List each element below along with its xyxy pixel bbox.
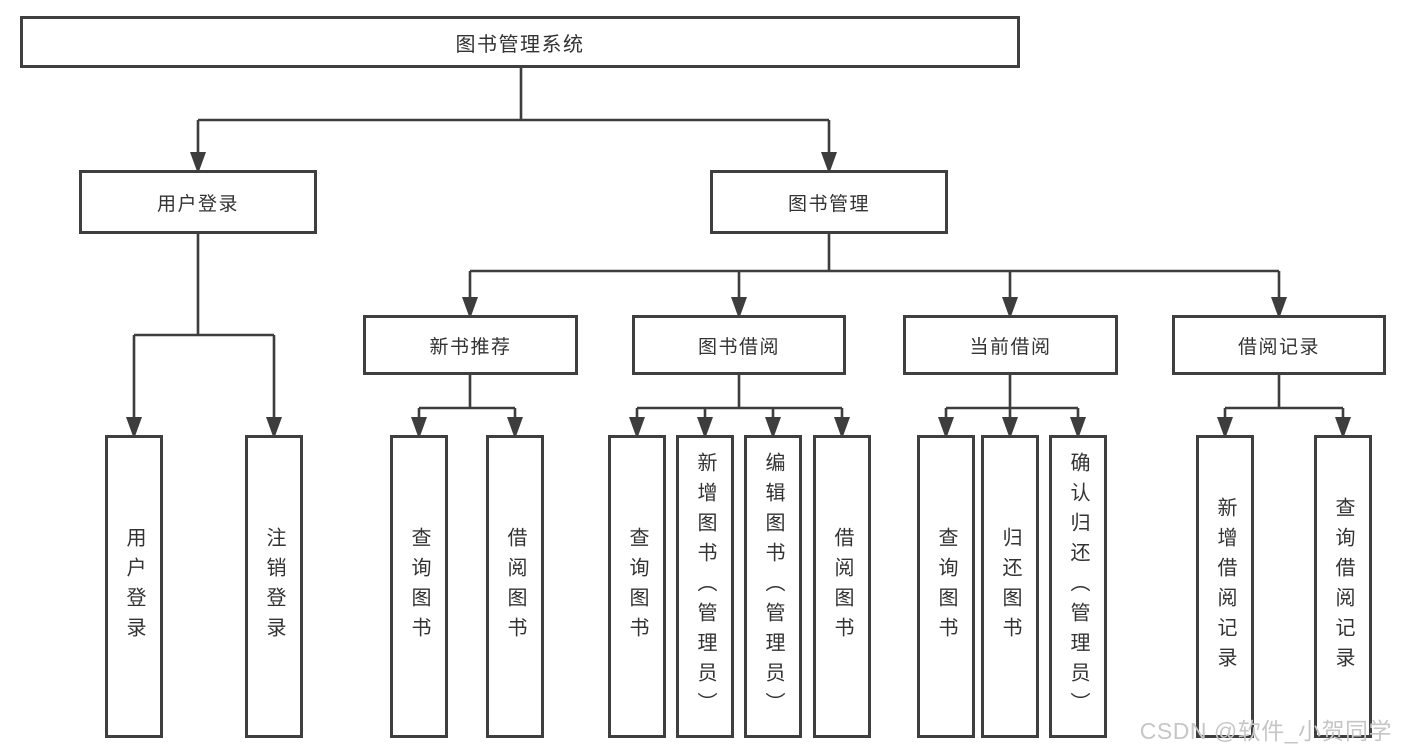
leaf-borrow-book: 借阅图书 — [813, 435, 871, 738]
leaf-query-borrow-record: 查询借阅记录 — [1314, 435, 1372, 738]
leaf-confirm-return-admin: 确认归还（管理员） — [1049, 435, 1107, 738]
leaf-add-borrow-record: 新增借阅记录 — [1196, 435, 1254, 738]
node-current-borrowing-label: 当前借阅 — [969, 336, 1052, 358]
node-current-borrowing: 当前借阅 — [903, 315, 1118, 375]
node-borrow-records-label: 借阅记录 — [1237, 336, 1320, 358]
node-book-borrowing: 图书借阅 — [632, 315, 846, 375]
node-book-management-label: 图书管理 — [787, 193, 870, 215]
node-book-management: 图书管理 — [710, 170, 948, 234]
node-user-login-label: 用户登录 — [156, 193, 239, 215]
leaf-query-book-current: 查询图书 — [917, 435, 975, 738]
node-new-book-recommend-label: 新书推荐 — [429, 336, 512, 358]
leaf-query-book-recommend: 查询图书 — [390, 435, 448, 738]
leaf-return-book: 归还图书 — [981, 435, 1039, 738]
node-new-book-recommend: 新书推荐 — [363, 315, 578, 375]
leaf-borrow-book-recommend: 借阅图书 — [486, 435, 544, 738]
leaf-user-login: 用户登录 — [105, 435, 163, 738]
leaf-add-book-admin: 新增图书（管理员） — [676, 435, 734, 738]
csdn-watermark: CSDN @软件_小贺同学 — [1139, 718, 1392, 744]
arrowheads — [126, 152, 1351, 439]
leaf-logout: 注销登录 — [245, 435, 303, 738]
leaf-query-book-borrowing: 查询图书 — [608, 435, 666, 738]
node-borrow-records: 借阅记录 — [1172, 315, 1386, 375]
node-user-login: 用户登录 — [79, 170, 317, 234]
node-root-label: 图书管理系统 — [455, 33, 585, 56]
node-root: 图书管理系统 — [20, 16, 1020, 68]
node-book-borrowing-label: 图书借阅 — [697, 336, 780, 358]
leaf-edit-book-admin: 编辑图书（管理员） — [744, 435, 802, 738]
